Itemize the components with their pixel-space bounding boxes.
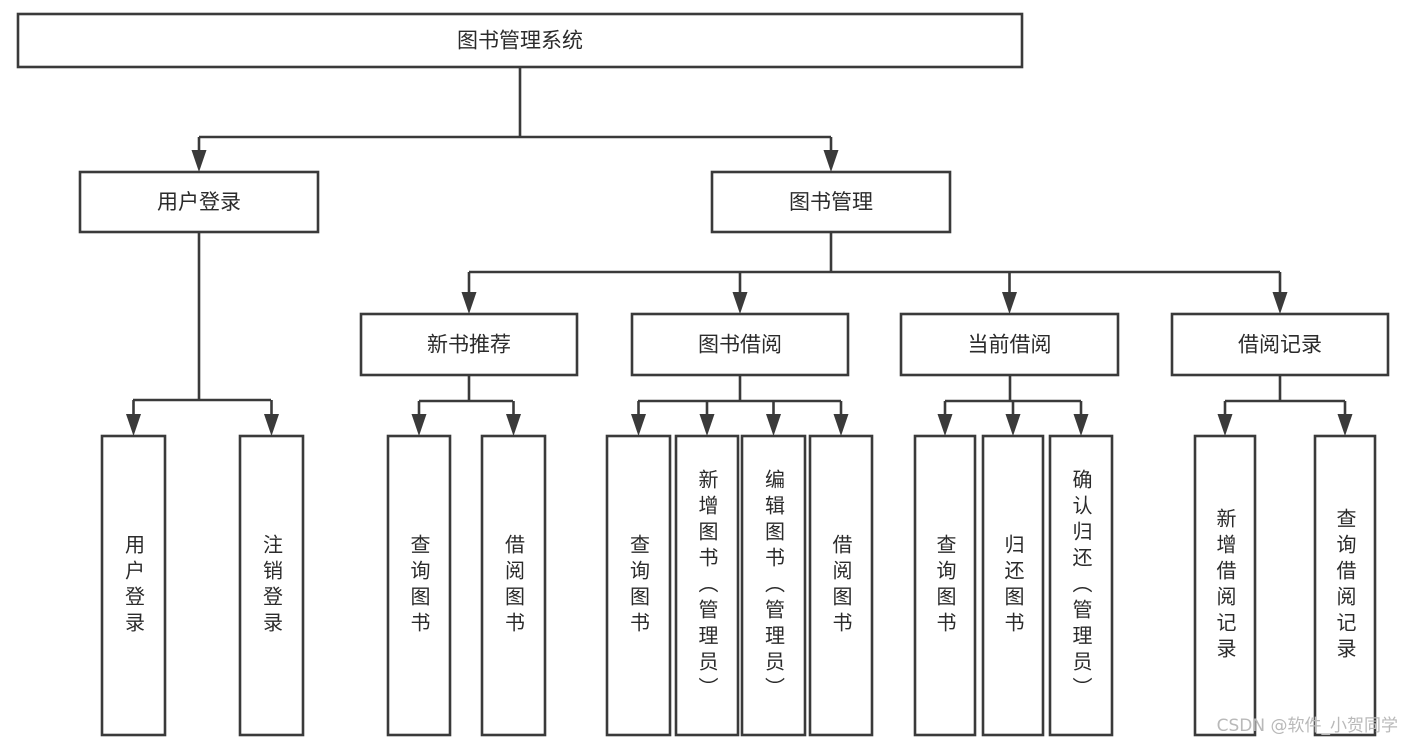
watermark-text: CSDN @软件_小贺同学 [1217,716,1398,736]
node-box-book-borrow[interactable] [630,312,850,377]
node-label-borrow-record: 借阅记录 [1238,333,1322,357]
node-box-leaf-borrow-book-rec[interactable] [480,434,547,737]
node-box-leaf-borrow-book[interactable] [808,434,874,737]
node-label-root: 图书管理系统 [457,29,583,53]
node-box-new-book-recommend[interactable] [359,312,579,377]
node-box-leaf-user-logout[interactable] [238,434,305,737]
connector-edge-to-book-manage-head [823,150,839,172]
arrow-to-leaf-query-book-borrow-head [631,414,646,436]
arrow-to-leaf-query-book-cur-head [937,414,953,436]
node-box-leaf-return-book[interactable] [981,434,1045,737]
node-box-leaf-query-book-borrow[interactable] [605,434,672,737]
arrow-to-leaf-user-login-head [126,414,141,436]
node-box-user-login[interactable] [78,170,320,234]
arrow-to-new-book-recommend-head [461,292,477,314]
arrow-to-borrow-record-head [1272,292,1288,314]
node-box-leaf-user-login[interactable] [100,434,167,737]
box-layer [16,12,1390,737]
connector-layer [126,67,1353,436]
node-label-book-borrow: 图书借阅 [698,333,782,357]
node-box-leaf-query-book-rec[interactable] [386,434,452,737]
node-box-borrow-record[interactable] [1170,312,1390,377]
node-box-leaf-add-book[interactable] [674,434,740,737]
node-label-new-book-recommend: 新书推荐 [427,333,511,357]
node-label-user-login: 用户登录 [157,190,241,214]
node-box-book-manage[interactable] [710,170,952,234]
node-box-leaf-query-book-cur[interactable] [913,434,977,737]
arrow-to-leaf-add-book-head [699,414,715,436]
node-box-leaf-add-record[interactable] [1193,434,1257,737]
node-box-leaf-confirm-return[interactable] [1048,434,1114,737]
connector-edge-to-user-login-head [191,150,207,172]
node-box-current-borrow[interactable] [899,312,1120,377]
node-label-current-borrow: 当前借阅 [968,333,1052,357]
arrow-to-leaf-borrow-book-head [833,414,849,436]
node-box-leaf-query-record[interactable] [1313,434,1377,737]
arrow-to-leaf-add-record-head [1217,414,1233,436]
node-label-book-manage: 图书管理 [789,190,873,214]
node-box-root[interactable] [16,12,1024,69]
arrow-to-leaf-edit-book-head [766,414,781,436]
arrow-to-book-borrow-head [732,292,748,314]
arrow-to-leaf-confirm-return-head [1073,414,1089,436]
arrow-to-leaf-query-record-head [1337,414,1353,436]
arrow-to-leaf-borrow-book-rec-head [506,414,521,436]
arrow-to-leaf-return-book-head [1005,414,1021,436]
arrow-to-leaf-query-book-rec-head [411,414,427,436]
node-box-leaf-edit-book[interactable] [740,434,807,737]
arrow-to-current-borrow-head [1002,292,1017,314]
arrow-to-leaf-user-logout-head [264,414,279,436]
